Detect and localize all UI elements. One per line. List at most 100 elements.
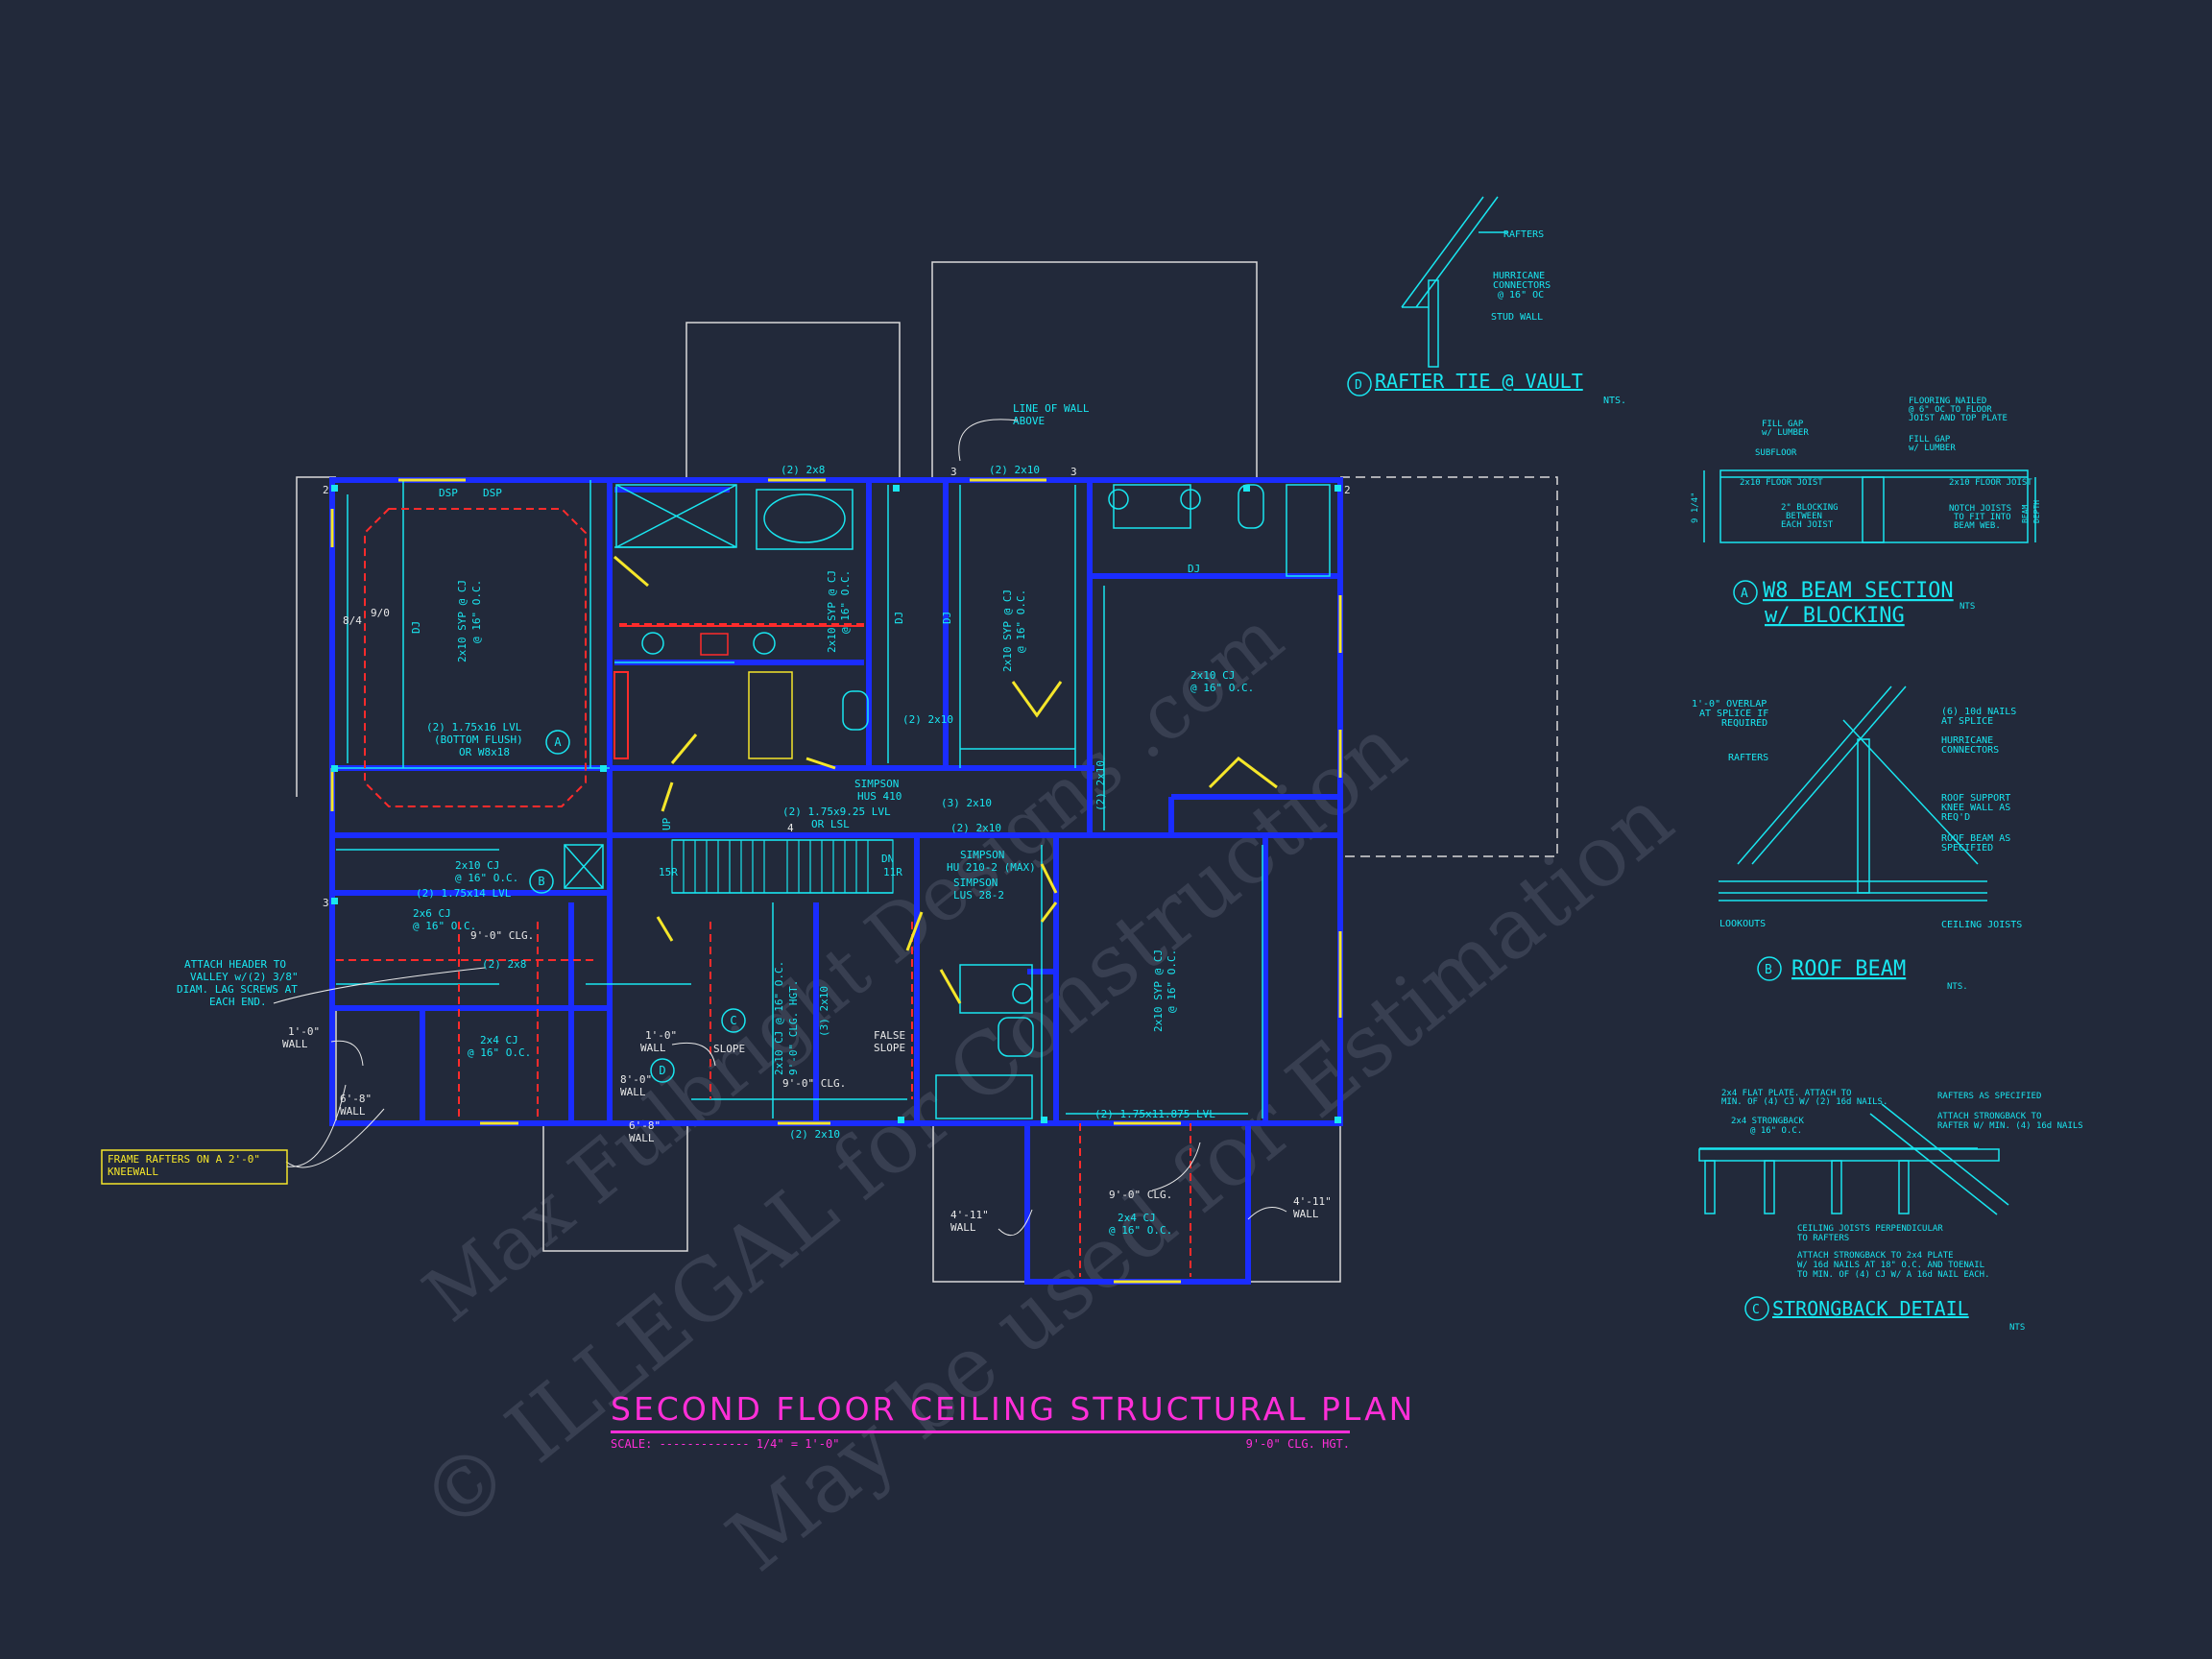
detail-a-l1b: w/ LUMBER	[1762, 428, 1809, 438]
label-clg-9a: 9'-0" CLG.	[470, 929, 534, 942]
label-line-wall: LINE OF WALL	[1013, 402, 1090, 415]
walls	[329, 477, 1343, 1285]
label-cj-vert-mid: 2x10 CJ @ 16" O.C.	[773, 961, 785, 1075]
label-hdr-2a: (2) 2x10	[902, 713, 953, 726]
label-dj-r2: DJ	[941, 612, 953, 624]
detail-c-l5: CEILING JOISTS PERPENDICULAR	[1797, 1224, 1943, 1234]
detail-c: C STRONGBACK DETAIL NTS 2x4 FLAT PLATE. …	[1698, 1089, 2083, 1333]
detail-d-l3: STUD WALL	[1491, 312, 1543, 323]
label-wall-1-0b: 1'-0"	[645, 1029, 677, 1042]
frame-rafters-line2: KNEEWALL	[108, 1166, 158, 1178]
label-n3c: 3	[1070, 466, 1077, 478]
detail-c-l6: ATTACH STRONGBACK TO 2x4 PLATE	[1797, 1251, 1954, 1261]
frame-rafters-line1: FRAME RAFTERS ON A 2'-0"	[108, 1153, 260, 1166]
label-false-slope2: SLOPE	[874, 1042, 905, 1054]
detail-a-dim2: BEAM	[2021, 505, 2030, 523]
detail-a-l2c: JOIST AND TOP PLATE	[1909, 414, 2008, 423]
label-lvl-stair: (2) 1.75x9.25 LVL	[782, 805, 891, 818]
detail-a-l2b: @ 6" OC TO FLOOR	[1909, 405, 1992, 415]
section-markers	[529, 730, 746, 1083]
detail-a-l3: SUBFLOOR	[1755, 448, 1797, 458]
detail-a-letter: A	[1741, 587, 1748, 601]
label-lvl-14: (2) 1.75x14 LVL	[416, 887, 512, 900]
drawing-scale: SCALE: ------------- 1/4" = 1'-0"	[611, 1437, 840, 1451]
plan-section-d: D	[659, 1064, 665, 1077]
detail-b-l3b: CONNECTORS	[1941, 745, 1999, 756]
label-pitch-2: 9/0	[371, 607, 390, 619]
label-wall-4-11a2: WALL	[950, 1221, 976, 1234]
detail-a-dim: 9 1/4"	[1691, 492, 1700, 523]
detail-c-title: STRONGBACK DETAIL	[1772, 1297, 1969, 1320]
drawing-title-block: SECOND FLOOR CEILING STRUCTURAL PLAN SCA…	[611, 1390, 1412, 1451]
label-hdr-3: (3) 2x10	[941, 797, 992, 809]
label-bath-cj: 2x10 SYP @ CJ	[826, 570, 838, 653]
label-wall-8-0b: WALL	[620, 1086, 646, 1098]
detail-b: B ROOF BEAM NTS. 1'-0" OVERLAP AT SPLICE…	[1692, 685, 2022, 992]
detail-b-nts: NTS.	[1947, 982, 1968, 992]
detail-a-nts: NTS	[1960, 602, 1975, 612]
label-stair-up: UP	[661, 817, 673, 830]
detail-a-l8b: TO FIT INTO	[1954, 513, 2011, 522]
detail-b-l4: RAFTERS	[1728, 753, 1768, 763]
label-wall-4-11b: 4'-11"	[1293, 1195, 1332, 1208]
label-wall-6-8a2: WALL	[340, 1105, 366, 1118]
label-dj-left: DJ	[410, 621, 422, 634]
label-br-cj: 2x10 CJ	[1190, 669, 1235, 682]
label-dsp-2: DSP	[483, 487, 502, 499]
label-stair-dn: DN	[881, 853, 894, 865]
label-hdr-bot: (2) 2x10	[789, 1128, 840, 1141]
label-cj-2x4b: 2x4 CJ	[1118, 1212, 1156, 1224]
label-wall-1-0a: 1'-0"	[288, 1025, 320, 1038]
plan-section-a: A	[554, 735, 562, 749]
label-clg-9b: 9'-0" CLG.	[782, 1077, 846, 1090]
detail-d: D RAFTER TIE @ VAULT NTS. RAFTERS HURRIC…	[1347, 196, 1626, 406]
label-n2b: 2	[1344, 484, 1351, 496]
label-hdr-2x8-top: (2) 2x8	[781, 464, 825, 476]
detail-c-l3b: @ 16" O.C.	[1750, 1126, 1802, 1136]
detail-c-l1: 2x4 FLAT PLATE. ATTACH TO	[1721, 1089, 1851, 1098]
detail-c-l6c: TO MIN. OF (4) CJ W/ A 16d NAIL EACH.	[1797, 1270, 1989, 1280]
label-cj-main-oc: @ 16" O.C.	[470, 580, 483, 643]
label-n2a: 2	[323, 484, 329, 496]
label-lvl-a2: (BOTTOM FLUSH)	[434, 733, 523, 746]
label-cj-2x10-mid: 2x10 CJ	[455, 859, 499, 872]
label-stair-up-r: 15R	[659, 866, 678, 878]
leaders	[273, 419, 1287, 1237]
detail-c-l1b: MIN. OF (4) CJ W/ (2) 16d NAILS.	[1721, 1097, 1887, 1107]
label-n4: 4	[787, 822, 794, 834]
label-lvl-a: (2) 1.75x16 LVL	[426, 721, 522, 733]
detail-b-l3: HURRICANE	[1941, 735, 1993, 746]
detail-d-l2c: @ 16" OC	[1498, 290, 1544, 301]
detail-c-l4b: RAFTER W/ MIN. (4) 16d NAILS	[1937, 1121, 2083, 1131]
detail-c-l4: ATTACH STRONGBACK TO	[1937, 1112, 2041, 1121]
label-br2-cj: 2x10 SYP @ CJ	[1152, 950, 1165, 1032]
label-simpson-1: SIMPSON	[854, 778, 899, 790]
detail-c-l6b: W/ 16d NAILS AT 18" O.C. AND TOENAIL	[1797, 1261, 1984, 1270]
plan-section-c: C	[730, 1014, 736, 1027]
label-wall-6-8a: 6'-8"	[340, 1093, 372, 1105]
frame-rafters-note: FRAME RAFTERS ON A 2'-0" KNEEWALL	[101, 1084, 347, 1185]
detail-a-l7c: EACH JOIST	[1781, 520, 1834, 530]
label-wall-6-8b2: WALL	[629, 1132, 655, 1144]
post-markers	[331, 485, 1341, 1123]
detail-d-nts: NTS.	[1603, 396, 1626, 406]
detail-c-l5b: TO RAFTERS	[1797, 1234, 1849, 1243]
label-lvl-stair2: OR LSL	[811, 818, 850, 830]
detail-d-l1: RAFTERS	[1503, 229, 1544, 240]
detail-c-nts: NTS	[2009, 1323, 2025, 1333]
label-simpson-3: SIMPSON	[953, 877, 998, 889]
detail-b-l6: ROOF BEAM AS	[1941, 833, 2010, 844]
label-wall-1-0a2: WALL	[282, 1038, 308, 1050]
drawing-height: 9'-0" CLG. HGT.	[1245, 1437, 1350, 1451]
detail-a-l7b: BETWEEN	[1786, 512, 1822, 521]
label-lvl-bot: (2) 1.75x11.875 LVL	[1094, 1108, 1215, 1120]
fixtures	[564, 484, 1331, 1119]
label-bath-cj-oc: @ 16" O.C.	[839, 570, 852, 634]
detail-a-dim3: DEPTH	[2032, 500, 2041, 523]
label-wall-6-8b: 6'-8"	[629, 1119, 661, 1132]
detail-b-letter: B	[1765, 963, 1772, 977]
label-wall-1-0b2: WALL	[640, 1042, 666, 1054]
label-cj-2x4a: 2x4 CJ	[480, 1034, 518, 1046]
detail-a-l8: NOTCH JOISTS	[1949, 504, 2011, 514]
label-wall-4-11b2: WALL	[1293, 1208, 1319, 1220]
